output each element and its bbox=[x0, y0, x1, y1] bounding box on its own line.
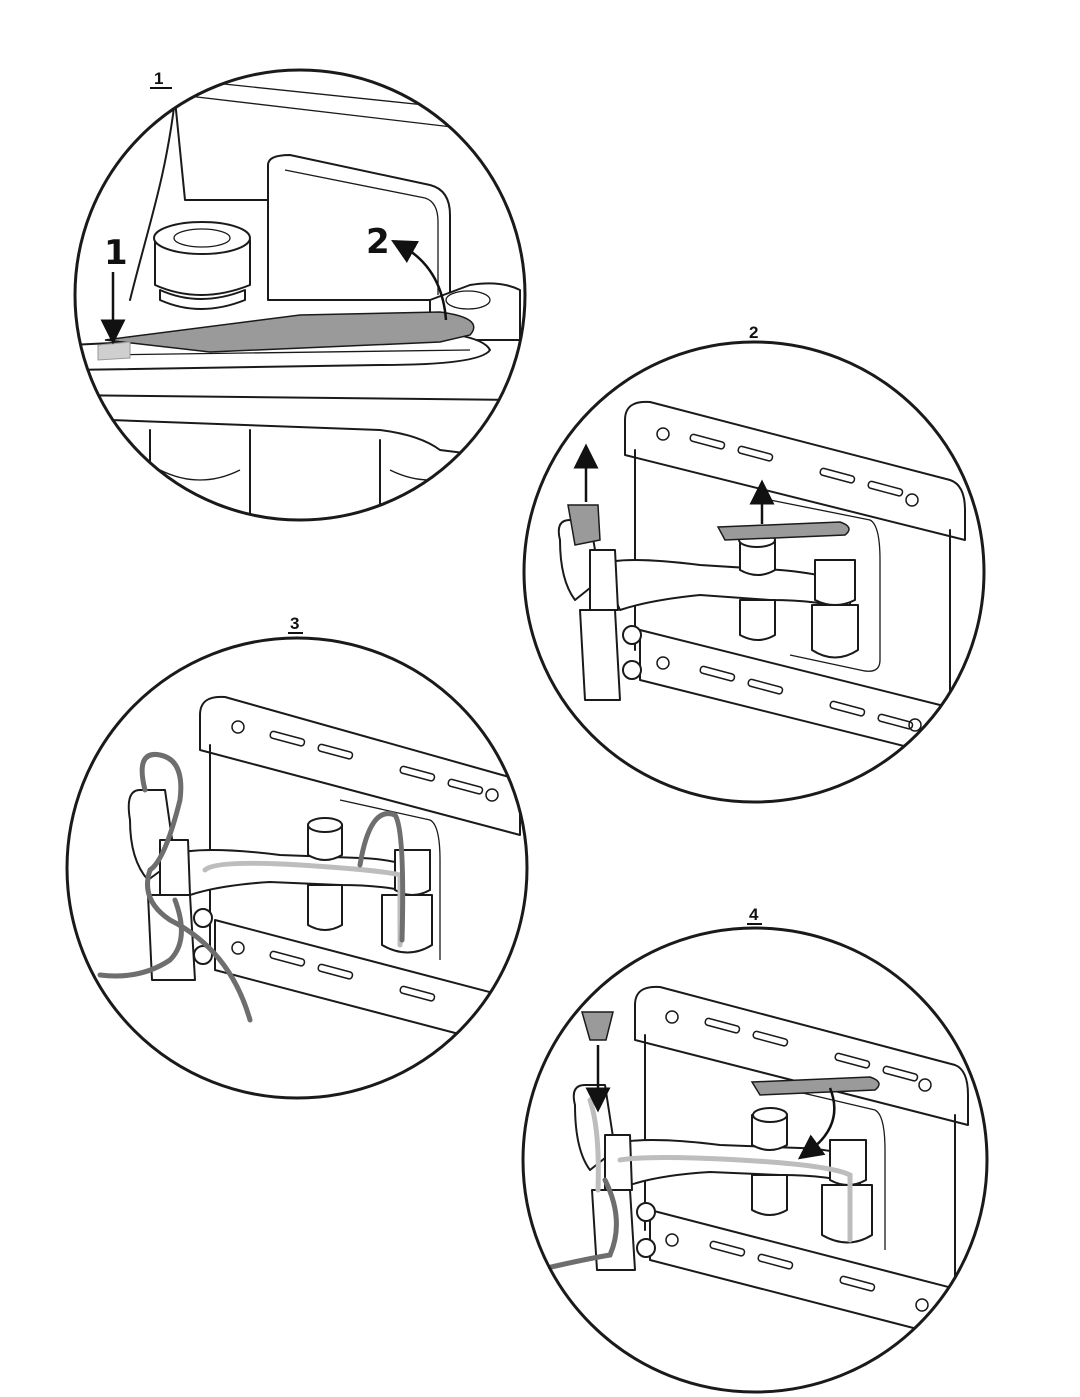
step-1-panel: 1 bbox=[73, 68, 527, 522]
step-4-cover-close-arrow bbox=[797, 1087, 836, 1160]
callout-1-label: 1 bbox=[104, 233, 128, 273]
step-2-magnifier-circle bbox=[522, 340, 986, 804]
step-3-panel: 3 bbox=[65, 614, 529, 1100]
step-2-number: 2 bbox=[749, 323, 758, 342]
callout-2-arrow bbox=[391, 239, 448, 321]
step-2-detail-view bbox=[557, 400, 966, 761]
step-4-detail-view bbox=[527, 985, 969, 1341]
step-4-magnifier-circle bbox=[521, 926, 989, 1394]
step-4-panel: 4 bbox=[521, 905, 989, 1394]
step-3-detail-view bbox=[97, 695, 521, 1051]
step-4-number: 4 bbox=[749, 905, 759, 924]
step-3-magnifier-circle bbox=[65, 636, 529, 1100]
step-4-cap bbox=[581, 1011, 614, 1041]
step-2-panel: 2 bbox=[522, 323, 986, 804]
step-3-number: 3 bbox=[290, 614, 299, 633]
step-1-detail-view bbox=[75, 70, 521, 520]
step-1-magnifier-circle bbox=[73, 68, 527, 522]
step-1-number: 1 bbox=[154, 69, 163, 88]
callout-2-label: 2 bbox=[366, 222, 390, 262]
